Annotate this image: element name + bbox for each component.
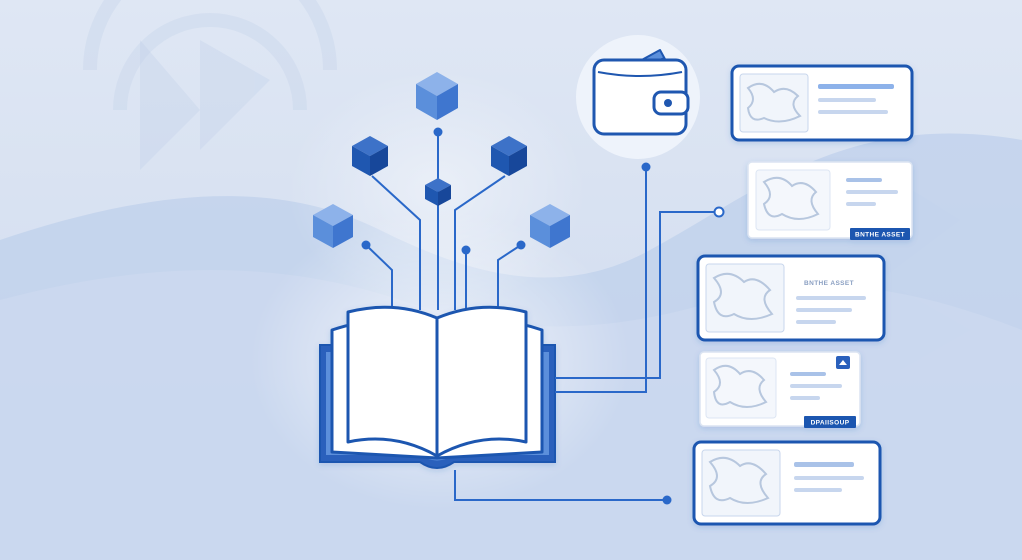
asset-card	[730, 64, 914, 142]
cube-icon	[416, 72, 458, 120]
cube-icon	[425, 178, 451, 206]
asset-card: DPAIISOUP	[699, 351, 861, 428]
faint-network-decoration	[83, 0, 337, 111]
wallet-icon	[592, 49, 690, 136]
asset-badge	[850, 228, 910, 240]
asset-badge-label: BNTHE ASSET	[855, 232, 905, 239]
asset-badge-label: DPAIISOUP	[811, 420, 850, 427]
connector-dots	[361, 127, 526, 255]
card-connectors	[454, 167, 716, 501]
cube-icon	[530, 204, 570, 248]
asset-badge	[804, 416, 856, 428]
cube-connectors	[365, 132, 522, 320]
asset-card: BNTHE ASSET	[696, 254, 886, 342]
asset-card	[692, 440, 882, 526]
cube-icon	[352, 136, 388, 176]
cube-icon	[491, 136, 527, 176]
cube-icon	[313, 204, 353, 248]
connector-dot	[662, 495, 672, 505]
open-book-icon	[319, 305, 556, 469]
asset-inline-label: BNTHE ASSET	[804, 280, 854, 287]
connector-dot	[641, 162, 651, 172]
connector-dot	[713, 206, 725, 218]
asset-card: BNTHE ASSET	[747, 161, 913, 240]
